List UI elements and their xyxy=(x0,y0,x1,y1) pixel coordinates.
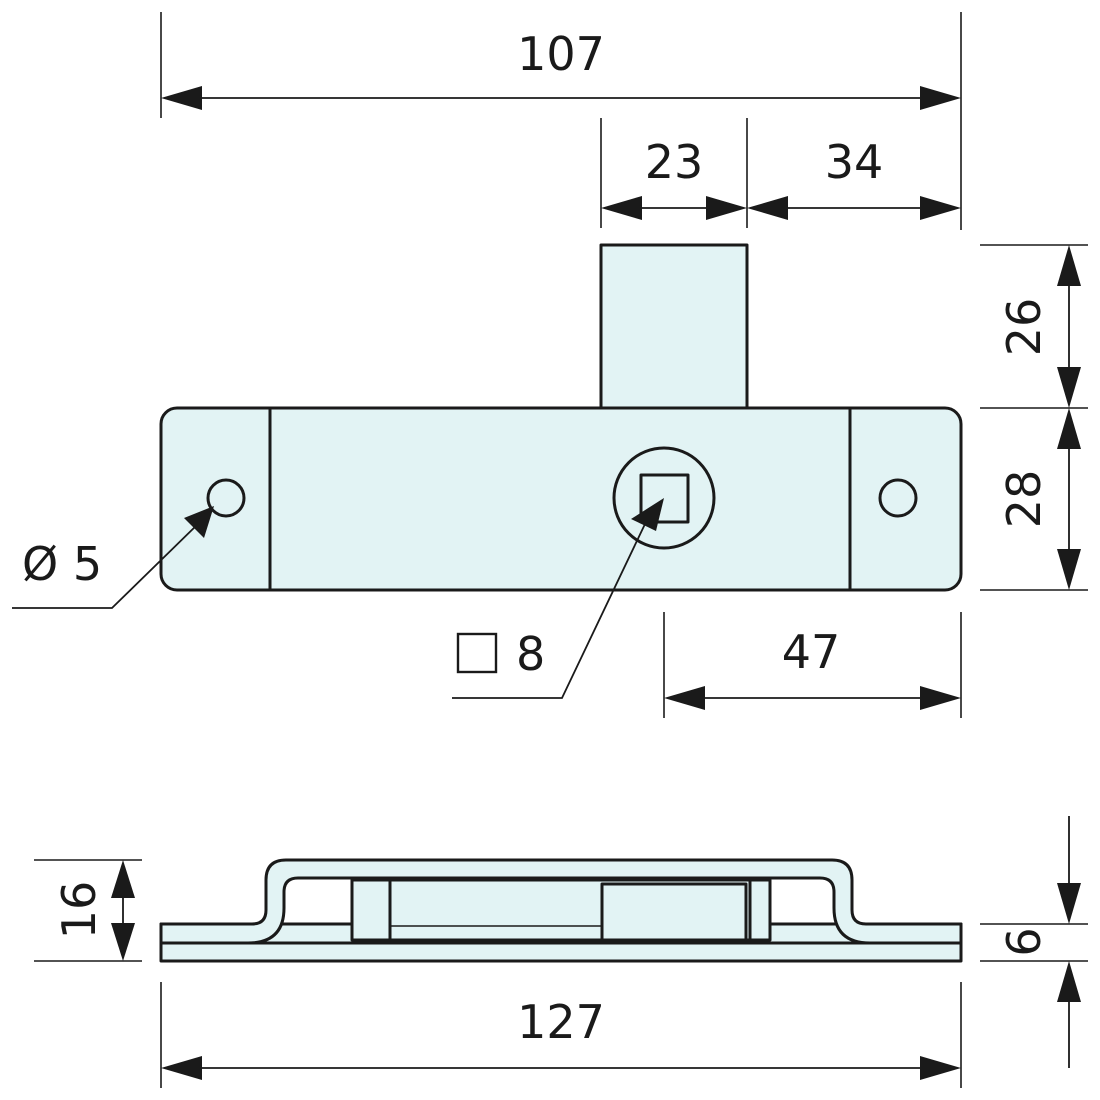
top-view xyxy=(159,243,963,592)
dim-label-28: 28 xyxy=(997,470,1051,529)
right-screw-hole xyxy=(878,478,918,518)
dim-plate-thickness: 6 xyxy=(980,816,1088,1068)
dim-bolt-width: 23 xyxy=(600,118,748,228)
dim-label-26: 26 xyxy=(997,298,1051,357)
dim-label-hole-diameter: Ø 5 xyxy=(22,537,102,591)
dim-bolt-height: 26 xyxy=(980,244,1088,409)
dim-side-height: 16 xyxy=(34,859,142,962)
lock-body-plate xyxy=(159,406,963,592)
dim-label-square-size: 8 xyxy=(516,627,545,681)
housing-profile xyxy=(159,858,963,945)
dim-bolt-offset: 34 xyxy=(747,135,961,220)
side-view xyxy=(159,858,963,963)
dim-label-107: 107 xyxy=(517,27,605,81)
dim-spindle-offset: 47 xyxy=(663,612,962,718)
left-screw-hole xyxy=(206,478,246,518)
dim-total-width-top: 107 xyxy=(160,12,962,230)
leader-hole-diameter: Ø 5 xyxy=(12,506,214,609)
dim-label-23: 23 xyxy=(645,135,704,189)
dim-total-width-bottom: 127 xyxy=(160,982,962,1088)
dim-label-34: 34 xyxy=(825,135,884,189)
leader-square-size: 8 xyxy=(452,498,664,699)
dim-label-16: 16 xyxy=(52,881,106,940)
dim-label-127: 127 xyxy=(517,995,605,1049)
square-symbol-icon xyxy=(456,632,498,674)
bolt-side xyxy=(600,882,748,942)
bolt xyxy=(599,243,749,412)
dim-body-height: 28 xyxy=(980,408,1088,591)
dim-label-47: 47 xyxy=(782,625,841,679)
dim-label-6: 6 xyxy=(997,927,1051,956)
